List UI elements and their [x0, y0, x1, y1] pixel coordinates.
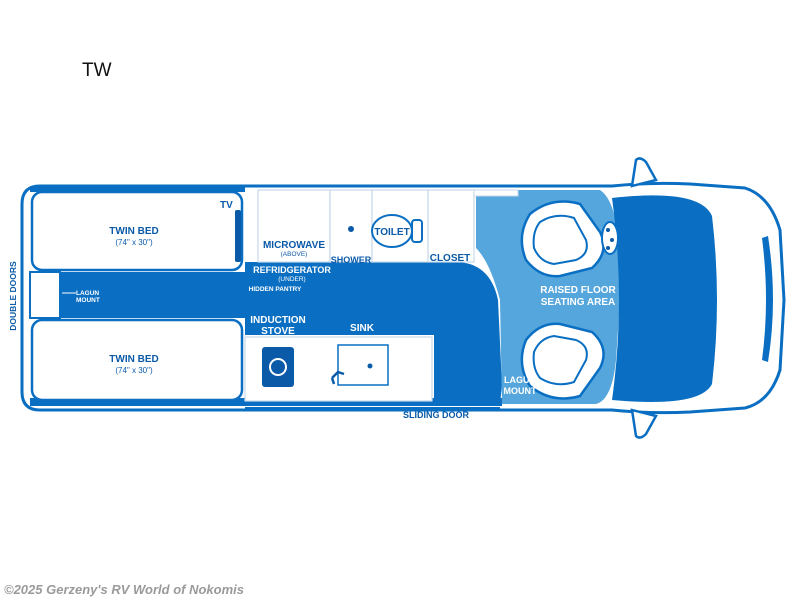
refrigerator-note: (UNDER) — [278, 276, 305, 283]
twin-bed-top-label: TWIN BED — [109, 226, 158, 237]
front-seat-top — [520, 200, 605, 278]
closet — [427, 189, 475, 263]
raised-floor-label-2: SEATING AREA — [541, 297, 615, 308]
mirror-bottom — [630, 408, 658, 439]
lagun-mount-front-icon — [601, 221, 619, 255]
main-floor — [30, 262, 502, 404]
induction-label-2: STOVE — [261, 326, 295, 337]
sink-basin — [337, 344, 389, 386]
twin-bed-bottom — [30, 318, 244, 402]
double-doors-label: DOUBLE DOORS — [8, 261, 18, 331]
mount-bolt-icon — [610, 238, 614, 242]
closet-label: CLOSET — [430, 253, 471, 264]
cab-dashboard — [612, 195, 717, 402]
shower-label: SHOWER — [331, 255, 372, 265]
lagun-front-label-2: MOUNT — [504, 386, 537, 396]
tv-label: TV — [220, 200, 233, 211]
faucet-icon — [330, 370, 345, 385]
microwave-label: MICROWAVE — [263, 240, 325, 251]
twin-bed-bottom-size: (74" x 30") — [115, 366, 153, 375]
sink-drain-icon — [367, 363, 373, 369]
lagun-rear-label-1: LAGUN — [76, 290, 99, 297]
raised-floor-label-1: RAISED FLOOR — [540, 285, 616, 296]
closet-top-strip — [473, 189, 519, 197]
mount-bolt-icon — [606, 246, 610, 250]
double-door-area — [29, 271, 61, 319]
toilet-tank-icon — [411, 219, 423, 243]
induction-label-1: INDUCTION — [250, 315, 306, 326]
floor-strip-bottom — [30, 398, 502, 406]
refrigerator-label: REFRIDGERATOR — [253, 265, 331, 275]
twin-bed-top-size: (74" x 30") — [115, 238, 153, 247]
front-seat-bottom — [520, 322, 605, 400]
tv-icon — [235, 210, 241, 262]
shower-drain-icon — [348, 226, 354, 232]
hidden-pantry-label: HIDDEN PANTRY — [249, 286, 302, 293]
sliding-door-label: SLIDING DOOR — [403, 410, 470, 420]
lagun-front-label-1: LAGUN — [504, 375, 536, 385]
mirror-top — [630, 157, 658, 188]
twin-bed-top — [30, 190, 244, 272]
induction-stove-icon — [262, 347, 294, 387]
plan-title: TW — [82, 60, 112, 81]
sink-label: SINK — [350, 323, 375, 334]
watermark: ©2025 Gerzeny's RV World of Nokomis — [4, 582, 244, 597]
twin-bed-bottom-label: TWIN BED — [109, 354, 158, 365]
mount-bolt-icon — [606, 228, 610, 232]
microwave-note: (ABOVE) — [281, 251, 308, 258]
toilet-label: TOILET — [374, 227, 409, 238]
lagun-rear-label-2: MOUNT — [76, 297, 100, 304]
stove-burner-icon — [269, 358, 287, 376]
floor-strip-top — [30, 186, 245, 192]
windshield — [762, 236, 773, 362]
